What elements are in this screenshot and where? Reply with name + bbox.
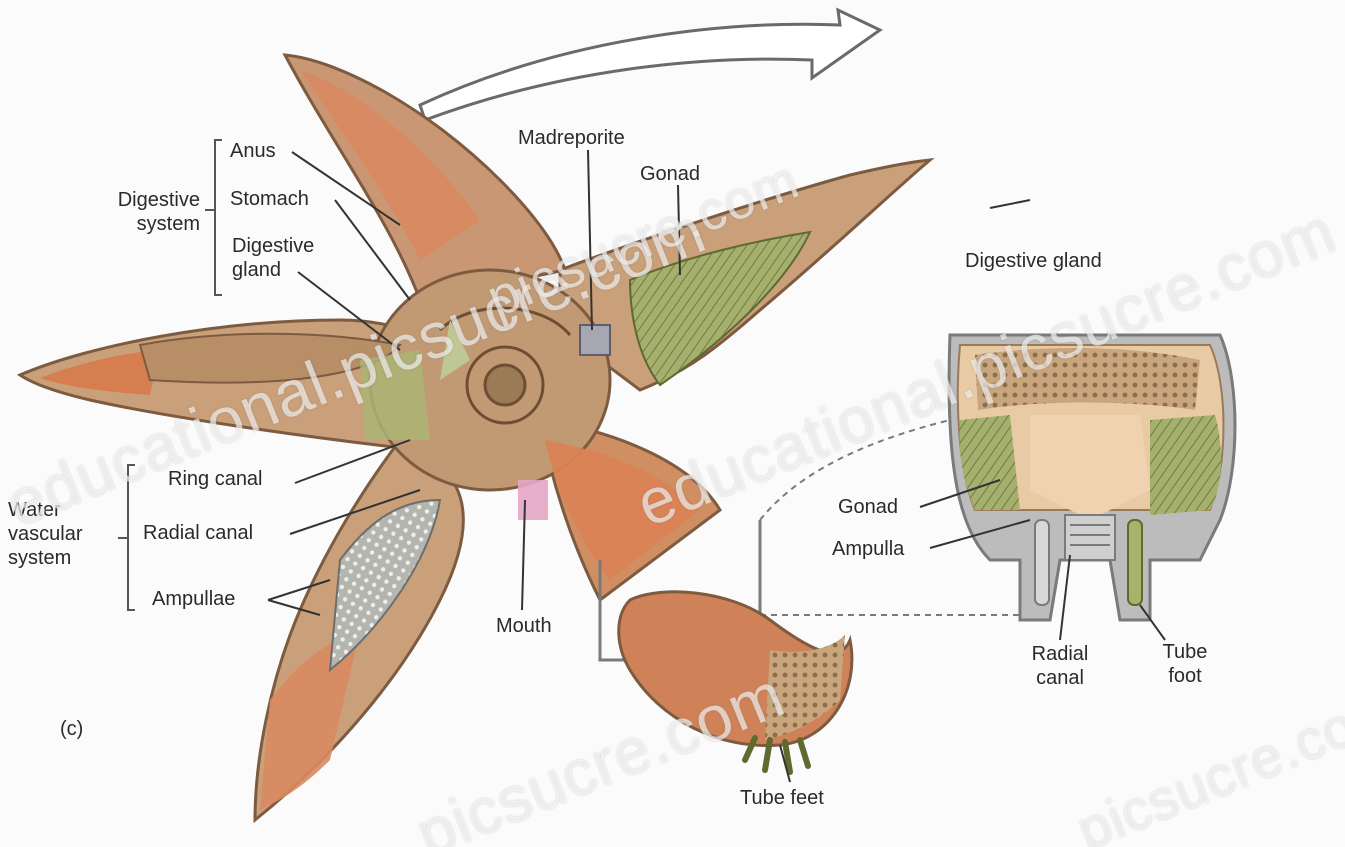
label-ampullae: Ampullae — [152, 588, 235, 610]
label-stomach: Stomach — [230, 188, 309, 210]
label-inset-radial-canal: Radial canal — [1010, 642, 1110, 690]
label-radial-canal: Radial canal — [143, 522, 253, 544]
label-anus: Anus — [230, 140, 276, 162]
label-inset-ampulla: Ampulla — [832, 538, 904, 560]
label-inset-gonad: Gonad — [838, 496, 898, 518]
label-inset-tube-foot: Tube foot — [1150, 640, 1220, 688]
label-tube-feet: Tube feet — [740, 787, 824, 809]
direction-arrow — [420, 10, 880, 120]
label-panel-letter: (c) — [60, 718, 83, 740]
label-inset-digestive-gland: Digestive gland — [965, 250, 1102, 272]
label-digestive-gland: Digestive gland — [232, 234, 314, 282]
label-gonad: Gonad — [640, 163, 700, 185]
label-madreporite: Madreporite — [518, 127, 625, 149]
madreporite-plate — [580, 325, 610, 355]
label-mouth: Mouth — [496, 615, 552, 637]
label-digestive-system: Digestive system — [80, 188, 200, 236]
